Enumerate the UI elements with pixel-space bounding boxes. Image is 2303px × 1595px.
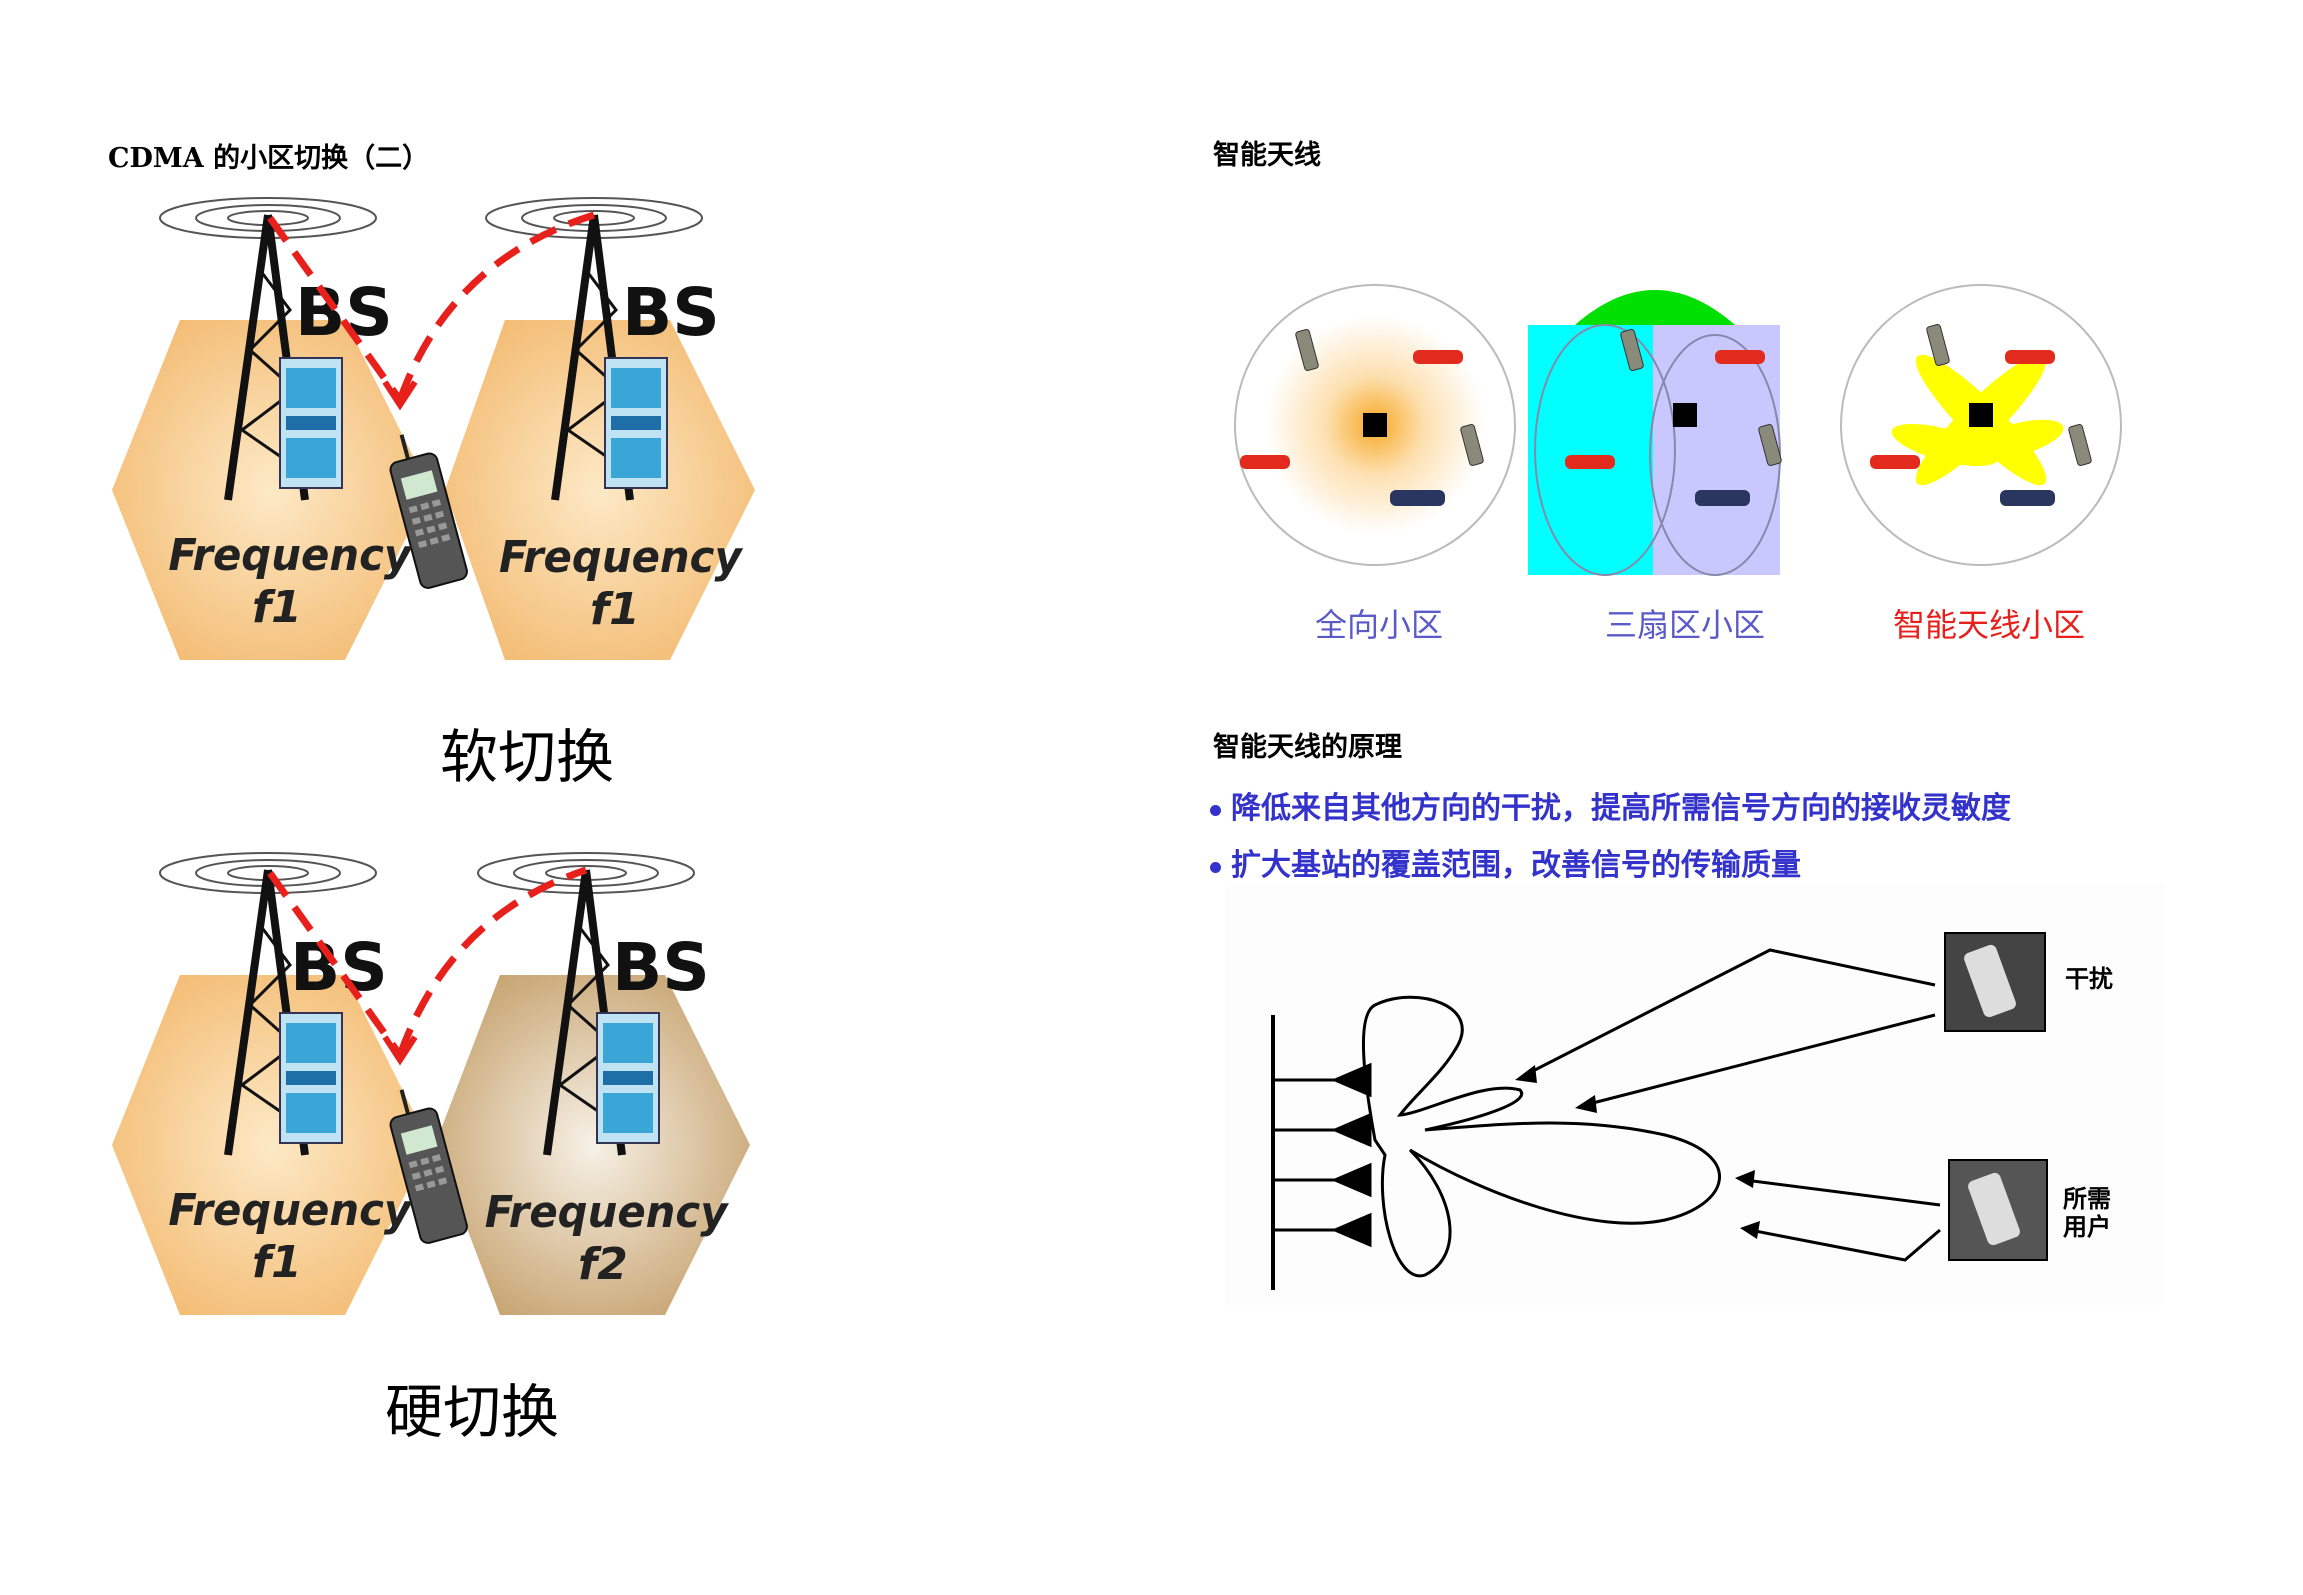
cell-hexagon-left [112,975,430,1315]
omni-cell-caption: 全向小区 [1315,606,1444,644]
interference-arrow [1524,948,1936,1107]
desired-user-label-2: 用户 [2063,1213,2111,1241]
car-icon [1390,490,2055,506]
mobile-phone-icon [389,434,468,589]
hard-handover-diagram: BS BS Frequency f1 Frequency f2 [112,852,750,1315]
smart-cell-caption: 智能天线小区 [1893,606,2086,644]
antenna-element-icon [1273,1062,1372,1248]
frequency-value-right: f2 [578,1239,628,1290]
bs-label-left: BS [295,274,393,351]
desired-user-phone-icon [1948,1159,2048,1261]
desired-user-label-1: 所需 [2063,1185,2111,1213]
left-page-title: CDMA 的小区切换（二） [108,143,430,174]
mobile-phone-icon [1295,324,2092,466]
interference-label: 干扰 [2065,965,2113,993]
signal-link-left [267,870,403,1058]
signal-link-left [267,215,403,403]
bullet-dot-icon [1210,804,1221,816]
radiation-pattern [1362,995,1721,1278]
cell-hexagon-left [112,320,430,660]
antenna-rings-icon [159,197,703,239]
frequency-value-right: f1 [590,584,640,635]
cell-types-diagram [1234,284,2122,576]
bullet-item-1: 降低来自其他方向的干扰，提高所需信号方向的接收灵敏度 [1210,783,2011,827]
base-station-cabinet-icon [279,1012,660,1144]
desired-signal-arrow [1744,1178,1941,1262]
mobile-phone-icon [389,1089,468,1244]
sector-cell-caption: 三扇区小区 [1605,606,1766,644]
soft-handover-caption: 软切换 [440,723,615,791]
bs-label-left: BS [290,929,388,1006]
signal-link-right [396,866,588,1057]
sector-cell [1528,290,1781,576]
bs-label-right: BS [612,929,710,1006]
frequency-value-left: f1 [252,582,302,633]
beam-pattern-diagram: 干扰 所需 用户 [1225,885,2165,1305]
signal-link-right [396,211,596,402]
cell-hexagon-right [445,320,755,660]
frequency-label-left: Frequency [168,1185,413,1236]
frequency-label-right: Frequency [499,532,744,583]
antenna-rings-icon [159,852,695,894]
frequency-value-left: f1 [252,1237,302,1288]
soft-handover-diagram: BS BS Frequency f1 Frequency f1 [112,197,755,660]
frequency-label-right: Frequency [485,1187,730,1238]
principle-title: 智能天线的原理 [1213,732,1402,763]
frequency-label-left: Frequency [168,530,413,581]
base-station-cabinet-icon [279,357,668,489]
right-page-title: 智能天线 [1213,140,1321,171]
bullet-item-2: 扩大基站的覆盖范围，改善信号的传输质量 [1210,840,1801,884]
interference-phone-icon [1944,932,2046,1032]
cell-hexagon-right [435,975,750,1315]
car-icon [1240,350,2055,469]
hard-handover-caption: 硬切换 [385,1378,560,1446]
bullet-dot-icon [1210,861,1221,873]
bs-label-right: BS [622,274,720,351]
